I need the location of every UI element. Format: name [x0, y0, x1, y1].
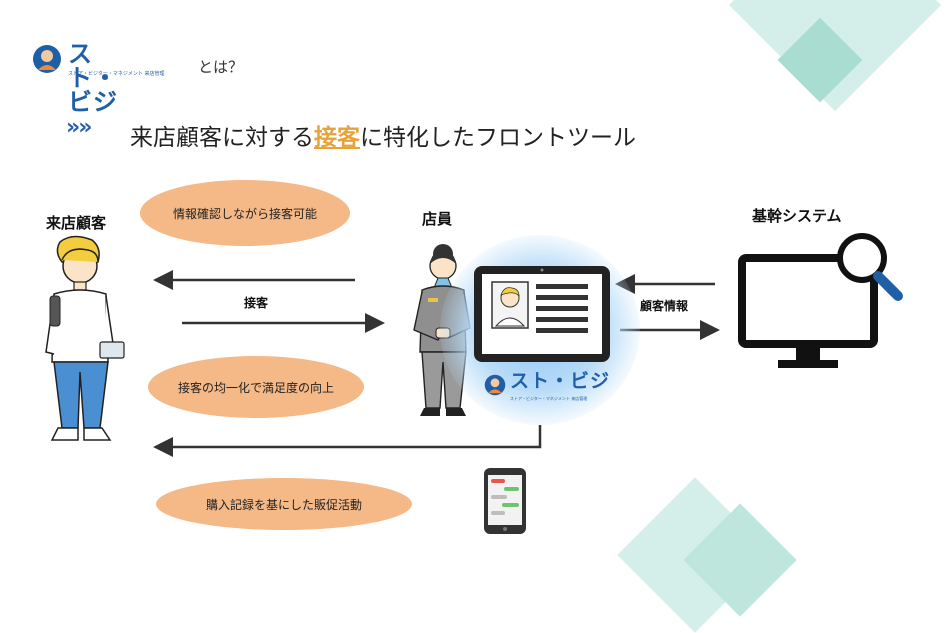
arrow-tablet-to-customer: [153, 425, 542, 457]
bubble-uniform-service-text: 接客の均一化で満足度の向上: [177, 380, 334, 395]
headline-highlight: 接客: [314, 125, 360, 151]
label-customer: 来店顧客: [46, 214, 107, 232]
headline: 来店顧客に対する接客に特化したフロントツール: [130, 118, 636, 152]
logo-icon: [33, 45, 61, 73]
logo-text: スト・ビジ: [68, 40, 118, 116]
tablet-icon: [474, 266, 610, 362]
flow-arrows: [153, 270, 720, 457]
monitor-search-icon: [738, 233, 903, 368]
headline-after: に特化したフロントツール: [360, 125, 636, 151]
heading-suffix: とは？: [198, 58, 244, 76]
smartphone-icon: [484, 468, 526, 534]
headline-before: 来店顧客に対する: [130, 125, 314, 151]
bubble-sales-promo-text: 購入記録を基にした販促活動: [205, 497, 362, 512]
label-customer-info: 顧客情報: [640, 299, 689, 313]
label-service: 接客: [244, 296, 269, 310]
person-icon: [45, 235, 125, 441]
bubble-uniform-service: 接客の均一化で満足度の向上: [148, 356, 364, 418]
logo-icon: [484, 374, 506, 396]
chevrons-icon: »»: [66, 115, 92, 140]
bubble-sales-promo: 購入記録を基にした販促活動: [156, 478, 412, 530]
tablet-logo: スト・ビジ ストア・ビジター・マネジメント 来店管理: [484, 370, 614, 410]
bubble-info-check-text: 情報確認しながら接客可能: [172, 206, 317, 221]
tablet-logo-subtitle: ストア・ビジター・マネジメント 来店管理: [510, 396, 588, 401]
logo-subtitle: ストア・ビジター・マネジメント 来店管理: [68, 71, 165, 77]
bubble-info-check: 情報確認しながら接客可能: [140, 180, 350, 246]
tablet-logo-text: スト・ビジ: [510, 370, 611, 392]
label-core-system: 基幹システム: [752, 207, 842, 225]
label-staff: 店員: [422, 210, 453, 228]
